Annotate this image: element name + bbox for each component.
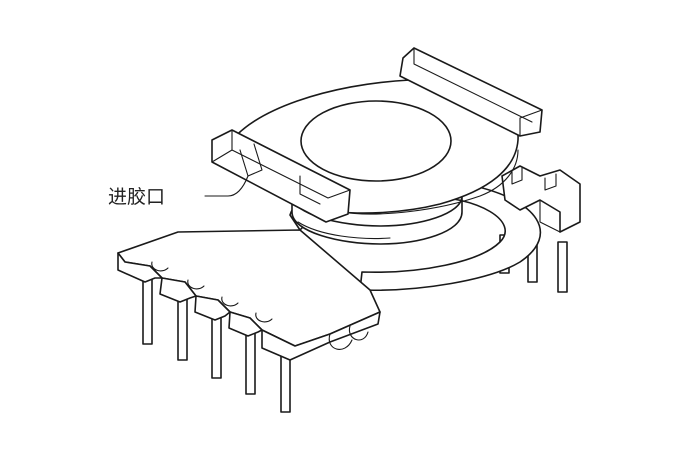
front-rail-step bbox=[299, 175, 321, 205]
top-flange bbox=[211, 47, 543, 223]
callout-leader-line bbox=[204, 175, 249, 197]
top-plate-edge bbox=[339, 149, 519, 215]
left-base bbox=[117, 229, 381, 413]
base-front-face-1 bbox=[117, 252, 163, 283]
notch-5 bbox=[328, 333, 353, 350]
gate-callout: 进胶口 bbox=[108, 175, 249, 208]
callout-label: 进胶口 bbox=[108, 186, 165, 208]
front-rail-edge bbox=[231, 129, 351, 199]
left-pin-1 bbox=[142, 273, 153, 345]
spindle-edge bbox=[297, 221, 391, 239]
notch-4 bbox=[255, 312, 273, 323]
notch-2 bbox=[187, 279, 205, 290]
base-front-face-4 bbox=[228, 311, 263, 337]
base-front-face-5 bbox=[261, 311, 381, 361]
back-rail-edge bbox=[413, 47, 533, 123]
base-front-face-3 bbox=[194, 295, 231, 321]
front-rail-corner bbox=[211, 149, 233, 163]
right-slot-2 bbox=[544, 173, 557, 191]
base-front-face-2 bbox=[159, 277, 197, 303]
notch-1 bbox=[151, 261, 169, 272]
right-block-edge bbox=[539, 199, 561, 233]
back-rail-end bbox=[519, 109, 543, 137]
notch-3 bbox=[221, 296, 239, 307]
right-terminal-block bbox=[501, 165, 581, 233]
right-pin-3 bbox=[557, 241, 568, 293]
gate-slot bbox=[239, 143, 263, 177]
notch-6 bbox=[348, 325, 369, 341]
right-slot-1 bbox=[511, 167, 523, 185]
core-hole bbox=[300, 100, 452, 182]
